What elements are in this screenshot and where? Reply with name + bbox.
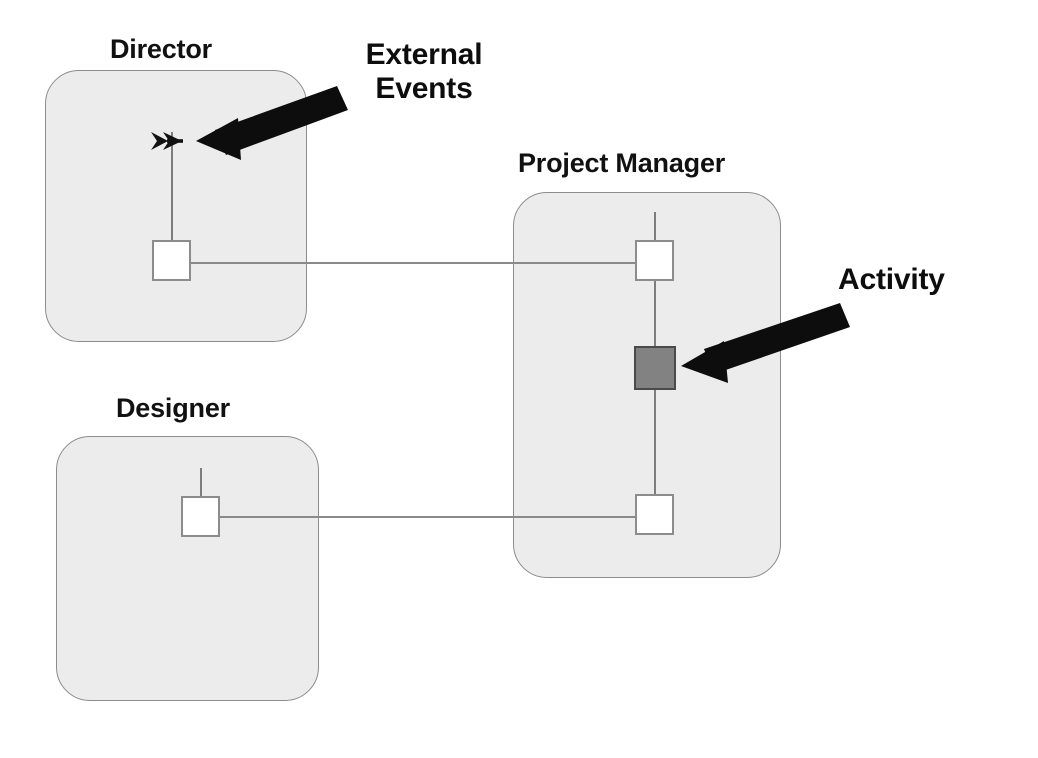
lifeline-director <box>171 132 173 242</box>
connector-director-to-project-manager <box>190 262 636 264</box>
node-project-manager-activity[interactable] <box>634 346 676 390</box>
lane-title-project-manager: Project Manager <box>518 148 726 178</box>
lifeline-project-manager-upper <box>654 212 656 242</box>
annotation-activity: Activity <box>838 263 945 297</box>
node-project-manager-state-bottom[interactable] <box>635 494 674 535</box>
node-designer-state[interactable] <box>181 496 220 537</box>
connector-designer-to-project-manager <box>219 516 636 518</box>
node-project-manager-state-top[interactable] <box>635 240 674 281</box>
lane-director <box>45 70 307 342</box>
annotation-external-events-line2: Events <box>375 71 473 105</box>
lifeline-project-manager-mid-lower <box>654 388 656 496</box>
annotation-activity-line1: Activity <box>838 263 945 296</box>
lifeline-project-manager-mid-upper <box>654 279 656 348</box>
lifeline-designer <box>200 468 202 498</box>
annotation-external-events-line1: External <box>365 38 483 71</box>
lane-title-designer: Designer <box>116 393 230 423</box>
lane-title-director: Director <box>110 34 212 64</box>
node-director-state[interactable] <box>152 240 191 281</box>
annotation-external-events: External Events <box>348 38 500 105</box>
lane-designer <box>56 436 319 701</box>
